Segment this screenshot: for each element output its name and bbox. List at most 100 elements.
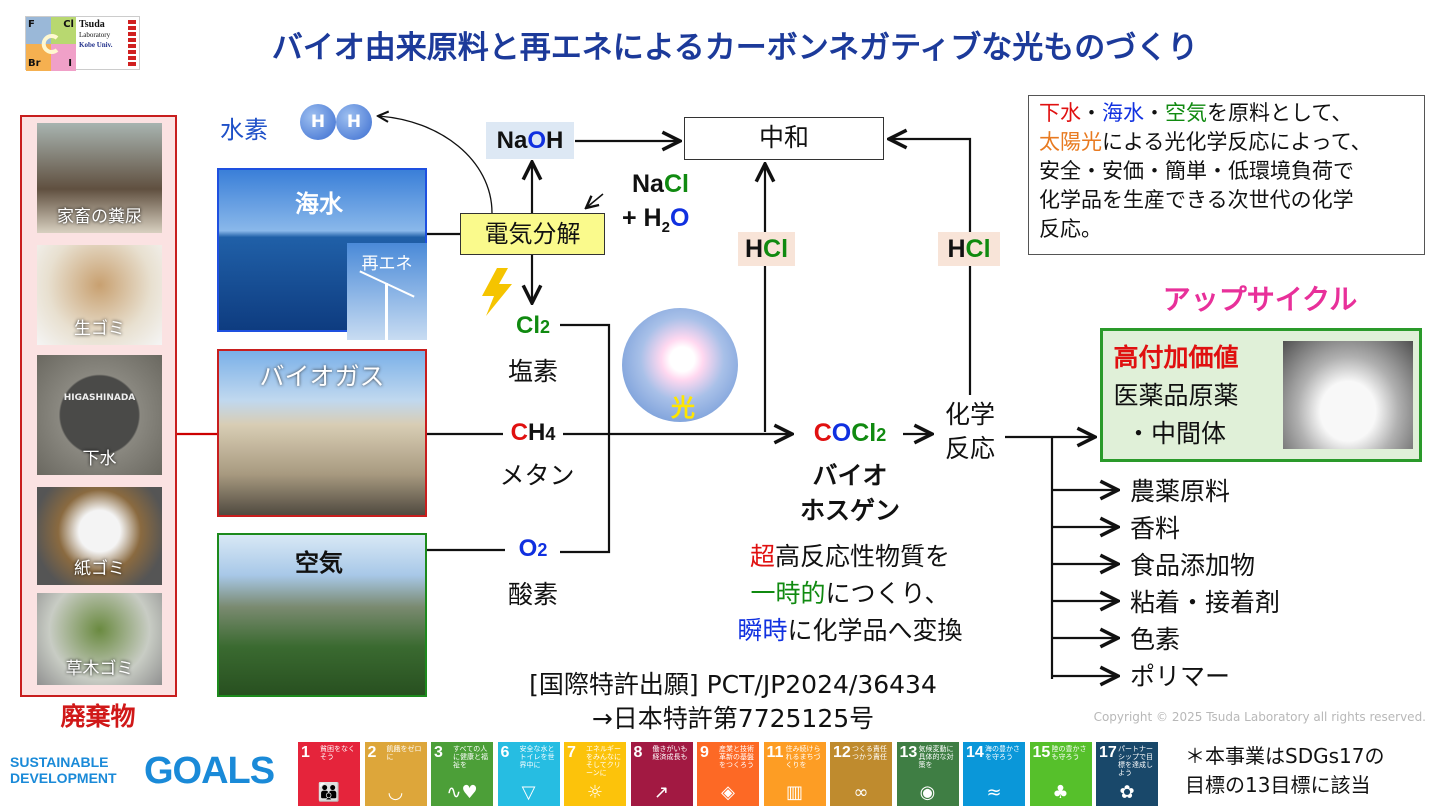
sewage-manhole-photo: HIGASHINADA 下水 (37, 355, 162, 475)
livestock-photo: 家畜の糞尿 (37, 123, 162, 233)
biogas-plant-photo: バイオガス (217, 349, 427, 517)
sdg-number: 2 (367, 744, 377, 761)
o2-formula: O2 (518, 535, 548, 562)
neutralization-box: 中和 (684, 117, 884, 160)
seawater-label: 海水 (295, 190, 343, 218)
lightning-icon (482, 268, 512, 316)
sdg-title: 働きがいも経済成長も (652, 745, 688, 761)
logo-text: Kobe Univ. (79, 41, 113, 49)
bowl-icon: ◡ (387, 782, 404, 803)
patent-info: [国際特許出願] PCT/JP2024/36434→日本特許第7725125号 (529, 670, 937, 733)
sunlight-icon (622, 308, 738, 422)
sdg-number: 12 (833, 744, 851, 761)
sdg-title: 気候変動に具体的な対策を (918, 745, 954, 769)
product-crystal-photo (1283, 341, 1413, 449)
electrolysis-box: 電気分解 (460, 213, 605, 255)
upcycle-title: アップサイクル (1162, 283, 1358, 316)
sdg-title: すべての人に健康と福祉を (453, 745, 488, 769)
sdg-number: 13 (899, 744, 918, 761)
sdg-number: 15 (1032, 744, 1051, 761)
hcl-label: HCl (738, 232, 795, 266)
oxygen-label: 酸素 (507, 580, 559, 609)
logo-text: Laboratory (79, 31, 111, 39)
product-item: 食品添加物 (1130, 551, 1256, 580)
sdg-title: 海の豊かさを守ろう (985, 745, 1020, 761)
manhole-text: HIGASHINADA (63, 393, 136, 403)
sdg-title: 住み続けられるまちづくりを (785, 745, 821, 769)
sdg-number: 6 (500, 744, 510, 761)
sdg-goal-1: 1 貧困をなくそう 👪 (298, 742, 360, 806)
hydrogen-label: 水素 (220, 116, 268, 144)
people-icon: 👪 (317, 782, 341, 803)
sdg-note: ＊本事業はSDGs17の目標の13目標に該当 (1185, 744, 1385, 797)
hydrogen-atom-icon: H (336, 104, 372, 140)
sdg-title: エネルギーをみんなにそしてクリーンに (586, 745, 621, 777)
water-icon: ▽ (521, 782, 536, 803)
chemical-reaction-label: 化学反応 (944, 400, 996, 463)
air-mountain-photo: 空気 (217, 533, 427, 697)
wind-turbine-photo: 再エネ (347, 243, 427, 340)
logo-c-mark (41, 34, 59, 54)
chlorine-label: 塩素 (507, 357, 559, 386)
logo-cell: I (51, 44, 76, 71)
naoh-label: NaOH (486, 122, 574, 159)
phosgene-label: ホスゲン (799, 496, 901, 525)
renewable-label: 再エネ (361, 254, 413, 274)
waste-title: 廃棄物 (60, 702, 136, 731)
sdg-number: 7 (567, 744, 576, 761)
methane-label: メタン (499, 461, 575, 490)
sdg-title: 飢餓をゼロに (386, 745, 422, 761)
sdg-number: 1 (301, 744, 310, 761)
sdg-number: 8 (633, 744, 643, 761)
heartbeat-icon: ∿♥ (446, 782, 478, 803)
plant-waste-photo: 草木ゴミ (37, 593, 162, 685)
sdg-title: つくる責任つかう責任 (852, 745, 887, 761)
sdg-number: 11 (766, 744, 784, 761)
high-value-text: 高付加価値医薬品原薬・中間体 (1113, 343, 1239, 448)
light-label: 光 (671, 394, 695, 422)
growth-chart-icon: ↗ (653, 782, 670, 803)
sdg-number: 17 (1099, 744, 1117, 761)
cubes-icon: ◈ (721, 782, 735, 803)
hydrogen-atom-icon: H (300, 104, 336, 140)
product-item: 農薬原料 (1130, 477, 1231, 506)
sdg-number: 14 (966, 744, 984, 761)
city-icon: ▥ (785, 782, 803, 803)
product-item: 色素 (1130, 625, 1181, 654)
product-item: ポリマー (1130, 662, 1231, 691)
page-title: バイオ由来原料と再エネによるカーボンネガティブな光ものづくり (271, 30, 1199, 66)
biogas-label: バイオガス (259, 362, 385, 391)
product-list: 農薬原料 香料 食品添加物 粘着・接着剤 色素 ポリマー (1130, 473, 1280, 695)
sdg-title: 陸の豊かさも守ろう (1051, 745, 1087, 761)
waste-label: 紙ゴミ (74, 559, 125, 579)
sdg-title: 安全な水とトイレを世界中に (519, 745, 555, 769)
sdg-goal-8: 8 働きがいも経済成長も ↗ (630, 742, 693, 806)
waste-label: 下水 (82, 449, 117, 469)
product-item: 香料 (1130, 514, 1181, 543)
sdg-goal-9: 9 産業と技術革新の基盤をつくろう ◈ (697, 742, 759, 806)
waste-label: 草木ゴミ (65, 659, 134, 679)
cocl2-formula: COCl2 (813, 419, 887, 447)
kobe-tower-icon (128, 20, 136, 66)
sdg-goal-6: 6 安全な水とトイレを世界中に ▽ (497, 742, 560, 806)
logo-cell: Cl (51, 17, 76, 44)
sdg-title: 産業と技術革新の基盤をつくろう (719, 745, 754, 769)
sdg-title: 貧困をなくそう (320, 745, 355, 761)
copyright: Copyright © 2025 Tsuda Laboratory all ri… (1093, 710, 1426, 724)
paper-waste-photo: 紙ゴミ (37, 487, 162, 585)
nacl-h2o-label: NaCl + H2O (622, 170, 690, 236)
fish-icon: ≈ (986, 782, 1002, 803)
bio-label: バイオ (812, 461, 888, 490)
logo-text: Tsuda (79, 19, 105, 30)
summary-box: 下水・海水・空気を原料として、 太陽光による光化学反応によって、 安全・安価・簡… (1028, 95, 1425, 255)
sdg-title: パートナーシップで目標を達成しよう (1118, 745, 1153, 777)
sdg-number: 9 (700, 744, 709, 761)
